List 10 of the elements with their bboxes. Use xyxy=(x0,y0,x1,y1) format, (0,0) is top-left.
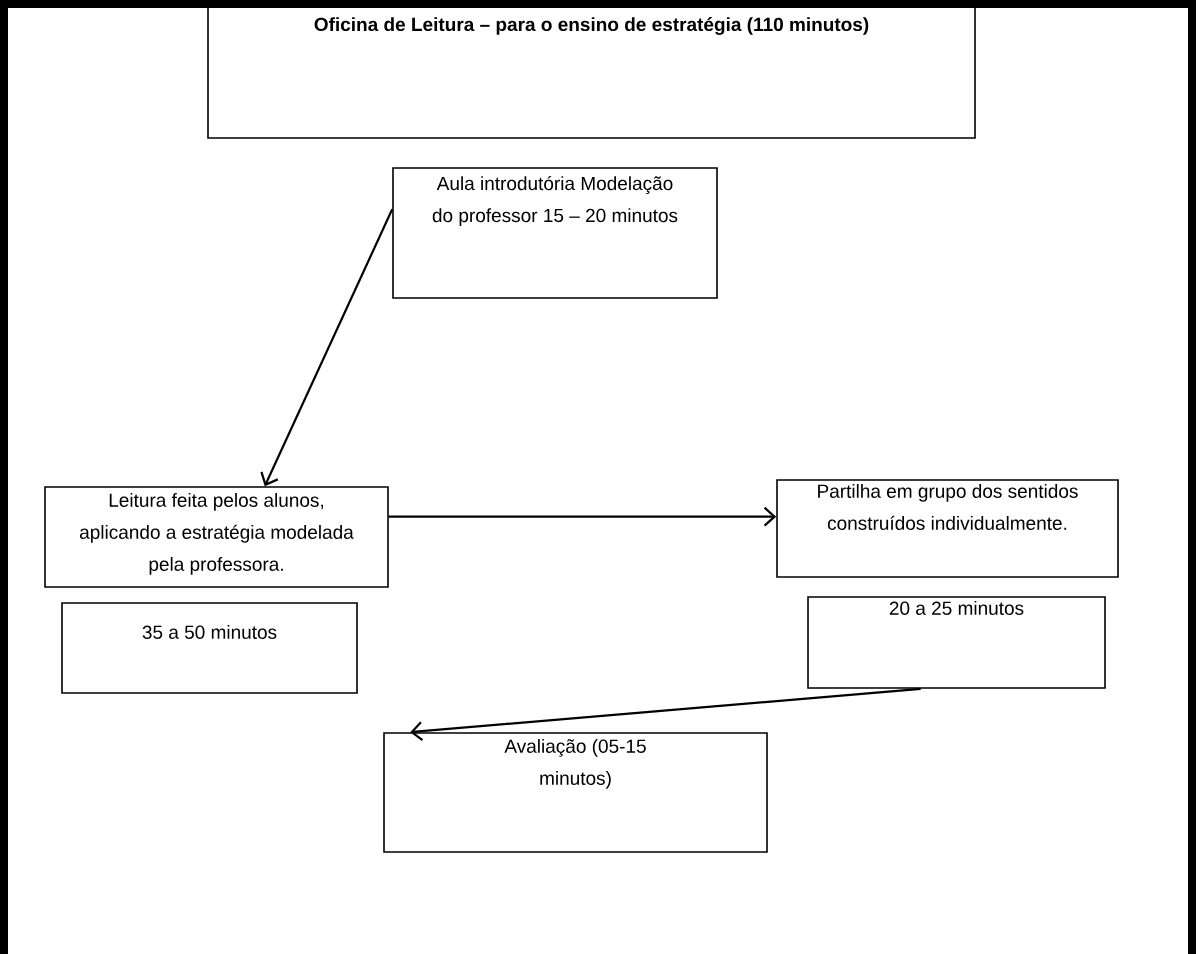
process-box: Partilha em grupo dos sentidos construídos individualmente. xyxy=(776,479,1119,578)
duration-box: 35 a 50 minutos xyxy=(61,602,358,694)
process-box: Avaliação (05-15 minutos) xyxy=(383,732,768,853)
arrow xyxy=(260,208,394,487)
title-box: Oficina de Leitura – para o ensino de estratégia (110 minutos) xyxy=(207,2,976,139)
duration-box: 20 a 25 minutos xyxy=(807,596,1106,689)
arrow xyxy=(410,687,921,742)
process-box: Leitura feita pelos alunos, aplicando a estratégia modelada pela professora. xyxy=(44,486,389,588)
arrow xyxy=(388,506,777,527)
process-box: Aula introdutória Modelação do professor 15 – 20 minutos xyxy=(392,167,718,299)
